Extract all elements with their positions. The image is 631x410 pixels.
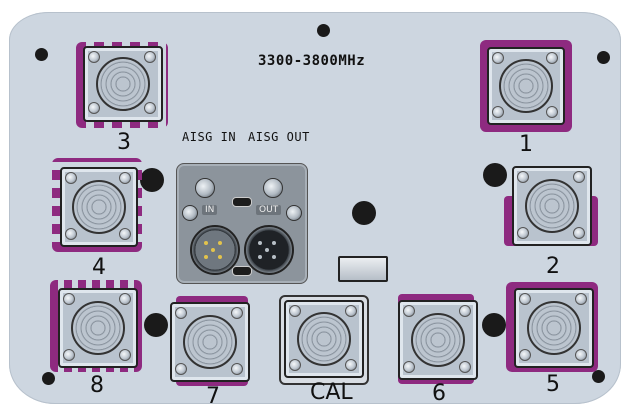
screw-icon: [119, 293, 131, 305]
screw-icon: [88, 102, 100, 114]
connector-face: [527, 301, 581, 355]
port-number-7: 7: [206, 384, 220, 409]
aisg-in-label: AISG IN: [182, 130, 237, 144]
screw-icon: [289, 359, 301, 371]
aisg-in-connector[interactable]: [190, 225, 240, 275]
screw-icon: [63, 293, 75, 305]
port-number-5: 5: [546, 372, 560, 397]
cal-port-label: CAL: [310, 380, 353, 405]
screw-icon: [182, 205, 198, 221]
screw-icon: [459, 361, 471, 373]
connector-face: [71, 301, 125, 355]
mounting-hole-top-left: [35, 48, 48, 61]
screw-icon: [144, 102, 156, 114]
connector-pin: [258, 255, 262, 259]
screw-icon: [573, 171, 585, 183]
frequency-range-label: 3300-3800MHz: [258, 53, 366, 69]
screw-icon: [63, 349, 75, 361]
connector-pin: [204, 255, 208, 259]
screw-icon: [403, 305, 415, 317]
screw-icon: [263, 178, 283, 198]
port-number-4: 4: [92, 255, 106, 280]
connector-pin: [265, 248, 269, 252]
screw-icon: [119, 172, 131, 184]
screw-icon: [345, 359, 357, 371]
screw-icon: [175, 363, 187, 375]
screw-icon: [573, 227, 585, 239]
screw-icon: [546, 106, 558, 118]
connector-pin: [272, 241, 276, 245]
mounting-hole-bottom-right: [592, 370, 605, 383]
port-number-3: 3: [117, 130, 131, 155]
aisg-out-tag: OUT: [256, 205, 282, 215]
connector-pin: [272, 255, 276, 259]
plate-slot: [232, 197, 252, 207]
screw-icon: [231, 307, 243, 319]
vent-valve: [338, 256, 388, 282]
screw-icon: [492, 52, 504, 64]
port-number-8: 8: [90, 373, 104, 398]
screw-icon: [546, 52, 558, 64]
aisg-out-connector[interactable]: [244, 225, 294, 275]
screw-icon: [195, 178, 215, 198]
screw-icon: [345, 305, 357, 317]
screw-icon: [286, 205, 302, 221]
screw-icon: [144, 51, 156, 63]
connector-pin: [211, 248, 215, 252]
connector-face: [499, 59, 553, 113]
aisg-in-tag: IN: [202, 205, 218, 215]
connector-face: [96, 57, 150, 111]
screw-icon: [119, 228, 131, 240]
screw-icon: [519, 293, 531, 305]
screw-icon: [119, 349, 131, 361]
connector-face: [525, 179, 579, 233]
vent-hole: [482, 313, 506, 337]
screw-icon: [403, 361, 415, 373]
screw-icon: [65, 228, 77, 240]
mounting-hole-bottom-left: [42, 372, 55, 385]
vent-hole: [144, 313, 168, 337]
screw-icon: [517, 171, 529, 183]
mounting-hole-top-right: [597, 51, 610, 64]
connector-face: [183, 315, 237, 369]
vent-hole: [483, 163, 507, 187]
screw-icon: [575, 293, 587, 305]
plate-slot: [232, 266, 252, 276]
screw-icon: [289, 305, 301, 317]
aisg-out-label: AISG OUT: [248, 130, 310, 144]
port-number-6: 6: [432, 381, 446, 406]
screw-icon: [88, 51, 100, 63]
mounting-hole-top-center: [317, 24, 330, 37]
connector-pin: [204, 241, 208, 245]
port-number-2: 2: [546, 254, 560, 279]
screw-icon: [231, 363, 243, 375]
port-number-1: 1: [519, 132, 533, 157]
connector-pin: [218, 241, 222, 245]
connector-face: [72, 180, 126, 234]
screw-icon: [492, 106, 504, 118]
screw-icon: [575, 349, 587, 361]
screw-icon: [65, 172, 77, 184]
connector-pin: [218, 255, 222, 259]
connector-pin: [258, 241, 262, 245]
vent-hole: [140, 168, 164, 192]
screw-icon: [517, 227, 529, 239]
screw-icon: [519, 349, 531, 361]
screw-icon: [175, 307, 187, 319]
screw-icon: [459, 305, 471, 317]
connector-face: [411, 313, 465, 367]
connector-face: [297, 312, 351, 366]
vent-hole: [352, 201, 376, 225]
